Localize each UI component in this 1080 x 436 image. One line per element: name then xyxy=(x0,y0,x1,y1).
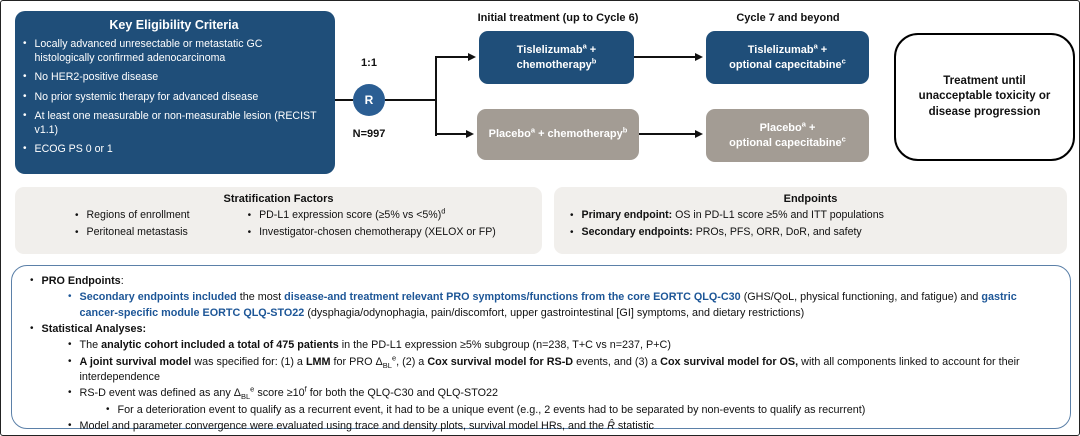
note-line: • A joint survival model was specified fo… xyxy=(68,353,1056,386)
note-line: • Secondary endpoints included the most d… xyxy=(68,290,1056,321)
bullet-text: The analytic cohort included a total of … xyxy=(79,339,671,352)
endpoint-item: • Secondary endpoints: PROs, PFS, ORR, Do… xyxy=(570,226,1059,240)
notes-list: • PRO Endpoints: • Secondary endpoints incl… xyxy=(24,274,1056,434)
connector-line xyxy=(435,56,437,136)
randomization-n: N=997 xyxy=(352,128,386,140)
bullet-icon: • xyxy=(247,210,252,221)
bullet-icon: • xyxy=(23,38,27,49)
arm-box-placebo-chemotherapy: Placeboa + chemotherapyb xyxy=(477,109,639,160)
eligibility-title: Key Eligibility Criteria xyxy=(109,18,239,32)
bullet-icon: • xyxy=(75,210,79,221)
bullet-icon: • xyxy=(570,226,574,238)
arm-box-placebo-capecitabine: Placeboa +optional capecitabinec xyxy=(706,109,869,162)
bullet-text: PRO Endpoints: xyxy=(41,275,124,287)
bullet-icon: • xyxy=(247,226,252,238)
bullet-icon: • xyxy=(570,210,574,221)
stratification-item: • Regions of enrollment xyxy=(75,209,190,223)
bullet-text: Secondary endpoints: PROs, PFS, ORR, DoR… xyxy=(581,225,862,238)
bullet-icon: • xyxy=(23,71,27,83)
note-line: • The analytic cohort included a total of… xyxy=(68,338,1056,353)
stratification-col2: • PD-L1 expression score (≥5% vs <5%)d • In… xyxy=(247,206,496,243)
stratification-panel: Stratification Factors • Regions of enrol… xyxy=(15,187,542,254)
treatment-outcome-box: Treatment until unacceptable toxicity or… xyxy=(894,33,1075,161)
bullet-icon: • xyxy=(23,110,27,122)
bullet-text: Peritoneal metastasis xyxy=(86,225,188,238)
bullet-text: RS-D event was defined as any ΔBLe score… xyxy=(79,384,499,402)
arrow-to-placebo-arm xyxy=(437,129,474,138)
arrow-tislelizumab-continuation xyxy=(634,52,703,61)
bullet-icon: • xyxy=(68,387,72,399)
arm-label: Placeboa + chemotherapyb xyxy=(488,125,628,141)
bullet-text: Model and parameter convergence were eva… xyxy=(79,419,654,432)
arrow-to-tislelizumab-arm xyxy=(437,52,476,61)
eligibility-list: • Locally advanced unresectable or metast… xyxy=(23,38,325,157)
bullet-icon: • xyxy=(68,355,72,367)
note-line: • PRO Endpoints: xyxy=(30,274,1056,289)
bullet-text: Locally advanced unresectable or metasta… xyxy=(34,38,263,64)
randomization-circle: R xyxy=(353,84,385,116)
bullet-text: PD-L1 expression score (≥5% vs <5%)d xyxy=(259,206,446,221)
header-cycle7-beyond: Cycle 7 and beyond xyxy=(736,12,840,24)
bullet-icon: • xyxy=(30,275,34,286)
arm-label: Tislelizumaba +chemotherapyb xyxy=(516,41,597,71)
bullet-text: No HER2-positive disease xyxy=(34,71,159,84)
stratification-item: • PD-L1 expression score (≥5% vs <5%)d xyxy=(247,206,496,223)
endpoint-item: • Primary endpoint: OS in PD-L1 score ≥5%… xyxy=(570,209,1059,223)
outcome-text: Treatment until unacceptable toxicity or… xyxy=(918,74,1051,118)
endpoints-title: Endpoints xyxy=(783,193,838,205)
bullet-icon: • xyxy=(75,226,79,238)
endpoints-list: • Primary endpoint: OS in PD-L1 score ≥5%… xyxy=(562,209,1059,240)
stratification-col1: • Regions of enrollment • Peritoneal metast… xyxy=(75,209,190,243)
bullet-text: Regions of enrollment xyxy=(86,209,190,221)
arm-box-tislelizumab-chemotherapy: Tislelizumaba +chemotherapyb xyxy=(479,31,634,84)
notes-box: • PRO Endpoints: • Secondary endpoints incl… xyxy=(11,265,1071,432)
eligibility-item: • No prior systemic therapy for advanced … xyxy=(23,91,325,105)
bullet-text: At least one measurable or non-measurabl… xyxy=(34,110,317,136)
bullet-icon: • xyxy=(30,322,34,334)
bullet-icon: • xyxy=(23,143,27,155)
arm-label: Tislelizumaba +optional capecitabinec xyxy=(729,41,846,71)
bullet-text: ECOG PS 0 or 1 xyxy=(34,143,113,156)
eligibility-item: • At least one measurable or non-measurab… xyxy=(23,110,325,137)
note-line: • Model and parameter convergence were ev… xyxy=(68,419,1056,434)
bullet-text: Primary endpoint: OS in PD-L1 score ≥5% … xyxy=(581,209,884,221)
connector-line xyxy=(385,99,437,101)
stratification-title: Stratification Factors xyxy=(223,193,334,205)
arm-label: Placeboa +optional capecitabinec xyxy=(729,119,846,149)
eligibility-box: Key Eligibility Criteria • Locally advanc… xyxy=(15,11,335,174)
eligibility-item: • ECOG PS 0 or 1 xyxy=(23,143,325,157)
note-line: • Statistical Analyses: xyxy=(30,322,1056,337)
bullet-text: Statistical Analyses: xyxy=(41,322,147,335)
bullet-text: No prior systemic therapy for advanced d… xyxy=(34,90,259,103)
randomization-ratio: 1:1 xyxy=(361,57,377,69)
note-line: • For a deterioration event to qualify as… xyxy=(106,403,1056,418)
bullet-icon: • xyxy=(68,291,72,303)
bullet-text: Secondary endpoints included the most di… xyxy=(79,291,1017,319)
stratification-columns: • Regions of enrollment • Peritoneal metast… xyxy=(23,206,534,243)
bullet-icon: • xyxy=(68,419,72,431)
eligibility-item: • No HER2-positive disease xyxy=(23,71,325,85)
stratification-item: • Investigator-chosen chemotherapy (XELOX… xyxy=(248,226,496,240)
bullet-icon: • xyxy=(68,339,72,351)
bullet-icon: • xyxy=(106,403,110,415)
bullet-text: For a deterioration event to qualify as … xyxy=(117,403,866,416)
connector-line xyxy=(335,99,353,101)
stratification-item: • Peritoneal metastasis xyxy=(75,226,190,240)
bullet-icon: • xyxy=(23,90,27,102)
bullet-text: A joint survival model was specified for… xyxy=(79,353,1020,383)
endpoints-panel: Endpoints • Primary endpoint: OS in PD-L1… xyxy=(554,187,1067,254)
header-initial-treatment: Initial treatment (up to Cycle 6) xyxy=(477,12,639,24)
bullet-text: Investigator-chosen chemotherapy (XELOX … xyxy=(259,225,496,238)
eligibility-item: • Locally advanced unresectable or metast… xyxy=(23,38,325,65)
note-line: • RS-D event was defined as any ΔBLe scor… xyxy=(68,384,1056,402)
arm-box-tislelizumab-capecitabine: Tislelizumaba +optional capecitabinec xyxy=(706,31,869,84)
arrow-placebo-continuation xyxy=(639,129,703,138)
